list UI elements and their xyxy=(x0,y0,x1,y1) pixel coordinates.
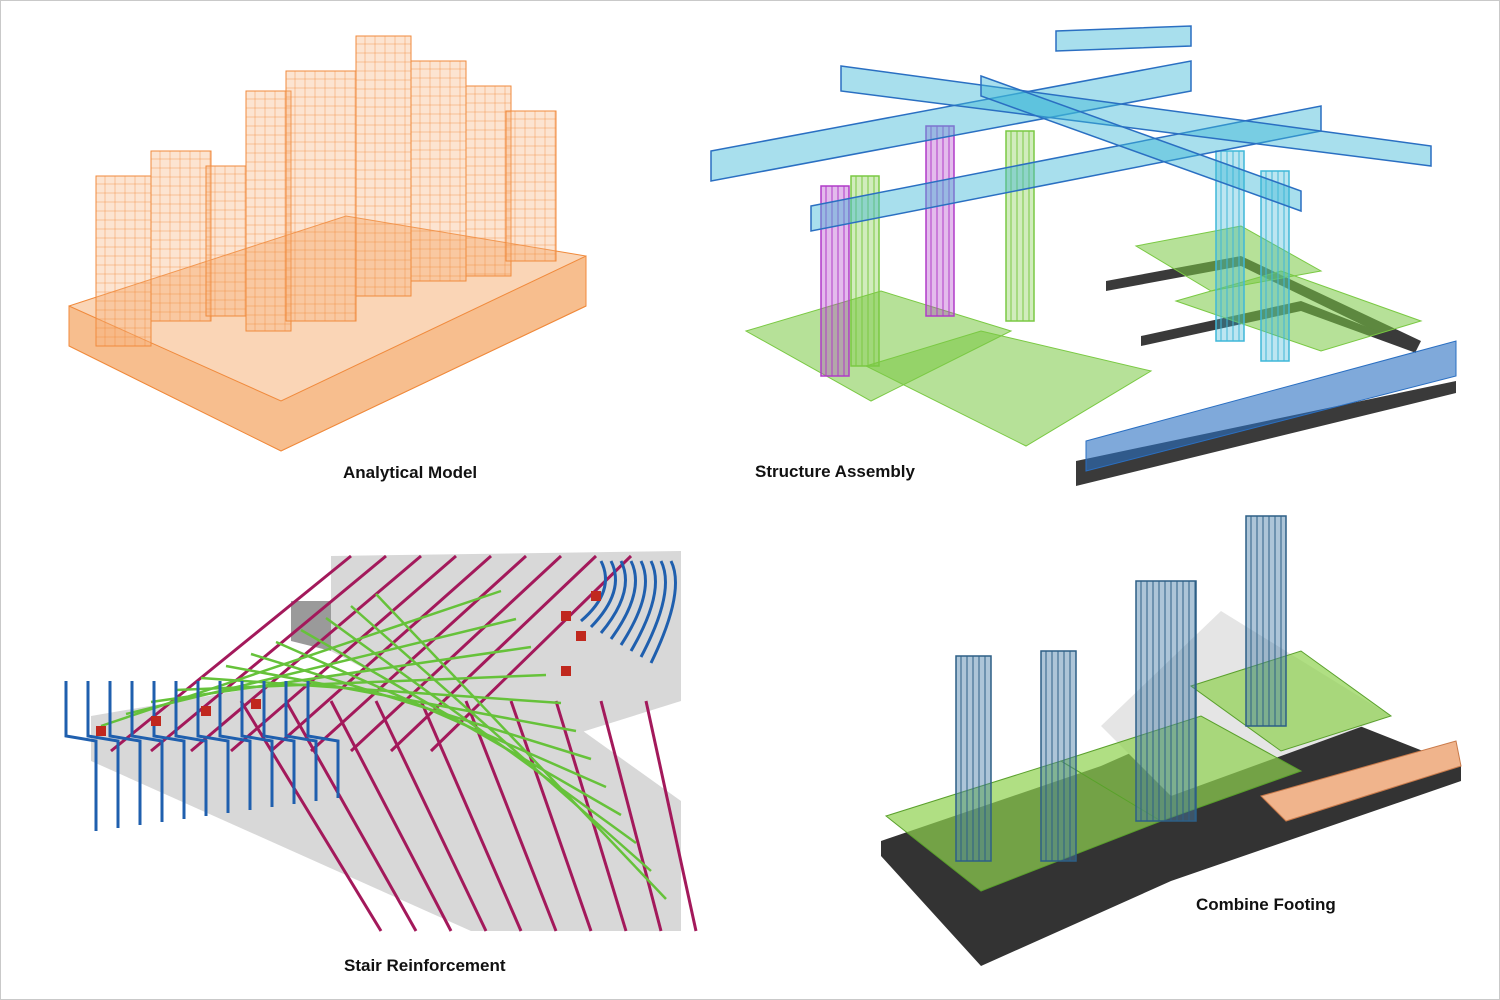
combine-footing-caption: Combine Footing xyxy=(1196,895,1336,914)
bar-chair xyxy=(591,591,601,601)
starter-bar xyxy=(619,560,647,646)
stair-reinforcement-panel: Stair Reinforcement xyxy=(1,501,741,999)
beam-cage xyxy=(710,60,1192,182)
tower-block xyxy=(95,175,152,347)
combine-footing-illustration xyxy=(881,515,1462,966)
stair-reinforcement-caption: Stair Reinforcement xyxy=(344,956,506,975)
starter-bar xyxy=(589,560,617,629)
distribution-bars xyxy=(100,589,667,900)
starter-bars xyxy=(64,560,677,831)
tower-block xyxy=(410,60,467,282)
starter-bar xyxy=(580,560,607,623)
structure-assembly-illustration xyxy=(710,25,1457,486)
starter-bar xyxy=(649,560,677,664)
analytical-model-caption: Analytical Model xyxy=(343,463,478,482)
analytical-model-illustration xyxy=(68,35,587,452)
column-cage xyxy=(1005,130,1035,322)
column-cage xyxy=(925,125,955,317)
starter-bar xyxy=(609,560,637,640)
footing-mats xyxy=(884,650,1393,892)
tower-block xyxy=(245,90,292,332)
starter-bar xyxy=(240,681,274,807)
bar-chairs xyxy=(96,591,601,736)
lower-flight-concrete xyxy=(91,651,681,931)
tower-block xyxy=(355,35,412,297)
starter-bar xyxy=(108,681,142,825)
column-cages xyxy=(820,125,1290,377)
starter-bar xyxy=(218,681,252,810)
beam-cage xyxy=(980,74,1302,213)
combine-footing-panel: Combine Footing xyxy=(741,501,1499,999)
beam-cage xyxy=(1055,25,1192,52)
starter-bar xyxy=(284,681,318,801)
step-riser xyxy=(291,601,331,651)
column-cages xyxy=(955,515,1287,862)
beam-cage xyxy=(840,65,1432,167)
beam-cages xyxy=(710,25,1432,232)
podium-front xyxy=(68,255,587,452)
tower-wireframes xyxy=(95,35,557,347)
starter-bar xyxy=(64,681,98,831)
starter-bar xyxy=(196,681,230,813)
starter-bar xyxy=(639,560,667,658)
tie-beam xyxy=(1260,740,1462,822)
stair-reinforcement-illustration xyxy=(64,551,698,932)
starter-bar xyxy=(152,681,186,819)
starter-bar xyxy=(174,681,208,816)
bar-chair xyxy=(151,716,161,726)
base-slab xyxy=(881,691,1461,966)
column-cage xyxy=(1245,515,1287,727)
bar-chair xyxy=(96,726,106,736)
footing-cage xyxy=(1174,270,1423,352)
footing-mat xyxy=(1189,650,1393,752)
bar-chair xyxy=(561,666,571,676)
tower-block xyxy=(150,150,212,322)
starter-bar xyxy=(599,560,627,634)
tower-block xyxy=(465,85,512,277)
tower-block xyxy=(205,165,247,317)
starter-bar xyxy=(629,560,657,652)
footing-mat xyxy=(1059,715,1303,822)
starter-bar xyxy=(262,681,296,804)
structure-assembly-panel: Structure Assembly xyxy=(710,1,1499,501)
tower-block xyxy=(505,110,557,262)
column-cage xyxy=(1135,580,1197,822)
starter-bar xyxy=(306,681,340,798)
bar-chair xyxy=(561,611,571,621)
bar-chair xyxy=(576,631,586,641)
structure-assembly-caption: Structure Assembly xyxy=(755,462,915,481)
bar-chair xyxy=(201,706,211,716)
starter-bar xyxy=(86,681,120,828)
starter-bar xyxy=(130,681,164,822)
bar-chair xyxy=(251,699,261,709)
ground-slab xyxy=(1076,381,1456,486)
footing-cage xyxy=(864,330,1153,447)
ground-beam xyxy=(1085,340,1457,472)
analytical-model-panel: Analytical Model xyxy=(1,1,741,501)
